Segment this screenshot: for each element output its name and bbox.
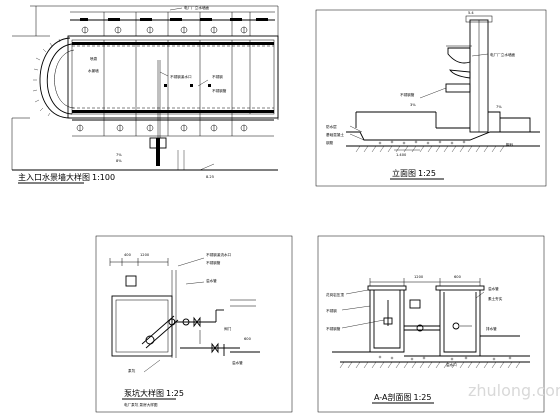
section-label-stainless: 不锈钢 [326, 308, 337, 313]
watermark: zhulong.com [468, 381, 560, 400]
elevation-label-pipe: 不锈钢管 [400, 92, 415, 97]
pump-subtitle: 电厂泵坑 泵房大样图 [124, 402, 158, 407]
elevation-slope-b: 7% [496, 105, 502, 109]
plan-label-water-wall: 水景墙 [88, 68, 99, 73]
plan-percent-b: 8% [116, 159, 122, 163]
section-label-pipe: 不锈钢管 [326, 326, 341, 331]
elevation-slope-a: 3% [410, 103, 416, 107]
pump-dim-c: 600 [244, 337, 252, 341]
plan-percent-a: 7% [116, 153, 122, 157]
pump-dim-b: 1200 [140, 253, 150, 257]
pump-label-pipe: 不锈钢管 [206, 260, 221, 265]
pump-dim-a: 400 [124, 253, 132, 257]
plan-label-fountain: 喷泉 [90, 56, 98, 61]
elevation-label-waterproof: 防水层 [326, 124, 337, 129]
section-label-drain: 排水管 [486, 326, 497, 331]
pump-label-valve: 阀门 [224, 326, 232, 331]
section-dim-b: 600 [454, 275, 462, 279]
elevation-bottom-mark: 1.400 [396, 153, 407, 157]
pump-panel: 400 1200 不锈钢溪流水口 不锈钢管 溢水管 溢水管 [95, 235, 293, 413]
section-dim-a: 1200 [414, 275, 424, 279]
pump-label-overflow-b: 溢水管 [232, 360, 243, 365]
pump-label-pit: 泵坑 [128, 368, 136, 373]
pump-label-overflow-a: 溢水管 [206, 278, 217, 283]
pump-label-outlet: 不锈钢溪流水口 [206, 252, 232, 257]
elevation-top-mark: 5.4 [468, 11, 474, 15]
elevation-label-sand: 粗砂 [506, 142, 514, 147]
section-label-overflow: 溢水管 [488, 286, 499, 291]
elevation-panel: 5.4 电厂厂立水墙面 不锈钢管 3% 7% 防水层 基础混凝土 钢筋 粗砂 1… [315, 9, 547, 187]
fountain-nozzle-icon [81, 26, 248, 34]
elevation-label-rebar: 钢筋 [326, 140, 334, 145]
plan-label-wall-face: 电厂厂立水墙面 [184, 5, 210, 10]
section-label-outlet: 溢水口 [446, 362, 457, 367]
plan-section-mark: 8.25 [206, 175, 214, 179]
section-panel: 1200 600 花岗岩压顶 不锈钢 [317, 235, 545, 413]
plan-panel: 电厂厂立水墙面 喷泉 水景墙 不锈钢溪水口 不锈钢 不锈钢管 7% 8% 8.2… [11, 5, 279, 184]
plan-label-outlet: 不锈钢溪水口 [170, 74, 192, 79]
elevation-label-concrete: 基础混凝土 [326, 132, 344, 137]
section-label-soil: 素土夯实 [488, 296, 503, 301]
plan-label-stainless: 不锈钢 [212, 74, 223, 79]
section-label-capping: 花岗岩压顶 [326, 292, 344, 297]
elevation-label-wall-face: 电厂厂立水墙面 [490, 52, 516, 57]
fountain-nozzle-icon [76, 124, 248, 132]
plan-label-steel-pipe: 不锈钢管 [212, 88, 227, 93]
